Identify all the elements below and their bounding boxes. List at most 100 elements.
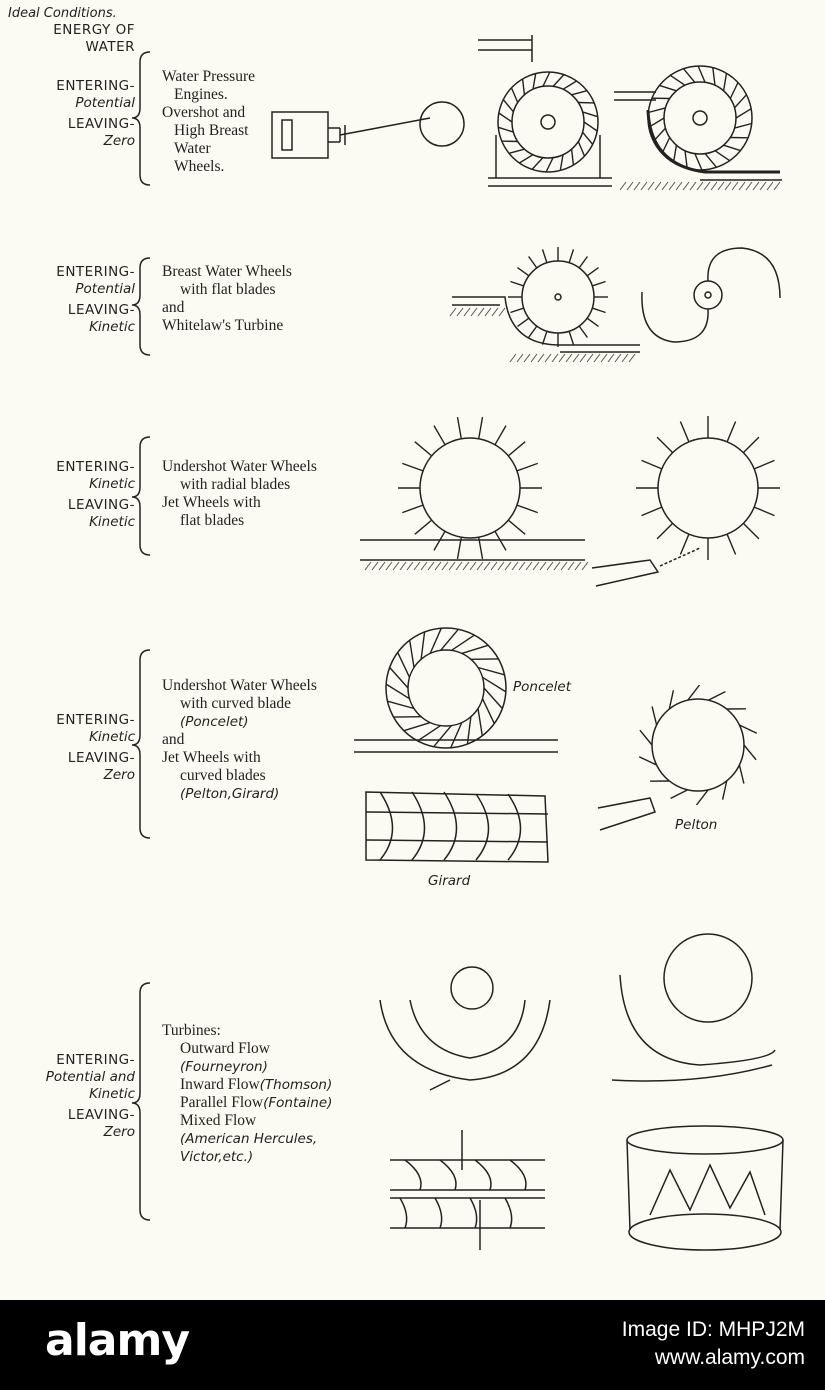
description-line: and — [162, 299, 185, 316]
wheel-blade — [656, 436, 674, 454]
wheel-blade — [387, 700, 415, 710]
description-line: Undershot Water Wheels — [162, 458, 317, 475]
pelton-bucket — [721, 780, 728, 800]
ground-hatch — [586, 353, 594, 363]
description-line: with curved blade — [180, 695, 292, 712]
ground-hatch — [579, 353, 587, 363]
poncelet-label: Poncelet — [513, 679, 572, 695]
ground-hatch — [574, 561, 582, 571]
ground-hatch — [364, 561, 372, 571]
wheel-blade — [552, 74, 565, 87]
brace-row-1 — [131, 51, 151, 186]
wheel-blade — [461, 644, 489, 655]
wheel-blade — [494, 530, 507, 551]
wheel-blade — [581, 131, 594, 145]
wheel-blade — [591, 307, 606, 314]
wheel-blade — [697, 65, 706, 83]
wheel-blade — [704, 153, 718, 168]
leaving-label: LEAVING- — [67, 302, 135, 318]
wheel-blade — [433, 725, 452, 748]
ground-hatch — [539, 561, 547, 571]
ground-hatch — [752, 181, 760, 191]
wheel-blade — [648, 107, 666, 114]
ground-hatch — [682, 181, 690, 191]
ground-hatch — [766, 181, 774, 191]
wheel-blade — [568, 330, 575, 345]
pelton-label: Pelton — [675, 817, 718, 833]
wheel-blade — [659, 84, 677, 92]
description-line: Undershot Water Wheels — [162, 677, 317, 694]
ground-hatch — [484, 307, 492, 317]
description-line: Jet Wheels with — [162, 494, 261, 511]
ground-hatch — [593, 353, 601, 363]
description-line: (Poncelet) — [180, 714, 249, 730]
pelton-bucket — [739, 724, 758, 734]
description-line: curved blades — [180, 767, 266, 784]
ground-hatch — [647, 181, 655, 191]
ground-hatch — [399, 561, 407, 571]
ground-hatch — [448, 561, 456, 571]
brace-row-4 — [131, 649, 151, 839]
ground-hatch — [567, 561, 575, 571]
ground-hatch — [619, 181, 627, 191]
energy-heading-line-2: WATER — [85, 39, 135, 55]
wheel-blade — [531, 157, 544, 170]
entering-label: ENTERING- — [56, 1052, 135, 1068]
wheel-blade — [477, 666, 505, 676]
wheel-blade — [578, 256, 588, 269]
ground-hatch — [553, 561, 561, 571]
wheel-blade — [516, 504, 538, 514]
wheel-blade — [734, 122, 752, 129]
ground-hatch — [710, 181, 718, 191]
description-line: (Fourneyron) — [180, 1059, 268, 1075]
ground-hatch — [392, 561, 400, 571]
wheel-blade — [502, 99, 515, 113]
description-note: (Thomson) — [259, 1077, 333, 1093]
row-5-energy-labels: ENTERING- Potential and Kinetic LEAVING-… — [0, 1052, 135, 1141]
wheel-blade — [478, 537, 484, 560]
brace-row-3 — [131, 436, 151, 556]
ground-hatch — [491, 307, 499, 317]
description-line: Outward Flow — [180, 1040, 270, 1057]
wheel-blade — [641, 459, 663, 470]
ground-hatch — [724, 181, 732, 191]
pelton-bucket — [738, 764, 745, 784]
wheel-blade — [735, 108, 752, 119]
wheel-blade — [559, 154, 564, 171]
ground-hatch — [628, 353, 636, 363]
ground-hatch — [703, 181, 711, 191]
wheel-blade — [583, 121, 598, 132]
energy-of-water-heading: ENERGY OF WATER — [0, 22, 135, 56]
wheel-blade — [385, 683, 410, 700]
wheel-blade — [409, 640, 415, 668]
brace-row-5 — [131, 982, 151, 1221]
wheel-blade — [389, 666, 409, 689]
entering-label: ENTERING- — [56, 459, 135, 475]
leaving-kind: Zero — [103, 767, 135, 783]
wheel-blade — [672, 145, 678, 163]
description-line-with-note: Parallel Flow(Fontaine) — [162, 1094, 332, 1112]
ground-hatch — [661, 181, 669, 191]
wheel-blade — [420, 631, 426, 660]
pelton-bucket — [707, 690, 726, 701]
wheel-blade — [510, 307, 525, 314]
ground-hatch — [560, 561, 568, 571]
wheel-blade — [478, 416, 484, 439]
ground-hatch — [477, 307, 485, 317]
ground-hatch — [371, 561, 379, 571]
wheel-blade — [586, 317, 599, 327]
wheel-blade — [722, 73, 728, 91]
description-line: Overshot and — [162, 104, 246, 121]
description-note: (Fontaine) — [263, 1095, 333, 1111]
ground-hatch — [621, 353, 629, 363]
ground-hatch — [441, 561, 449, 571]
row-1-energy-labels: ENTERING- Potential LEAVING- Zero — [0, 78, 135, 150]
wheel-blade — [517, 267, 530, 277]
ground-hatch — [434, 561, 442, 571]
wheel-blade — [494, 425, 507, 446]
wheel-blade — [451, 634, 475, 651]
ground-hatch — [385, 561, 393, 571]
wheel-blade — [669, 74, 686, 86]
ground-hatch — [490, 561, 498, 571]
pelton-bucket — [695, 789, 709, 806]
